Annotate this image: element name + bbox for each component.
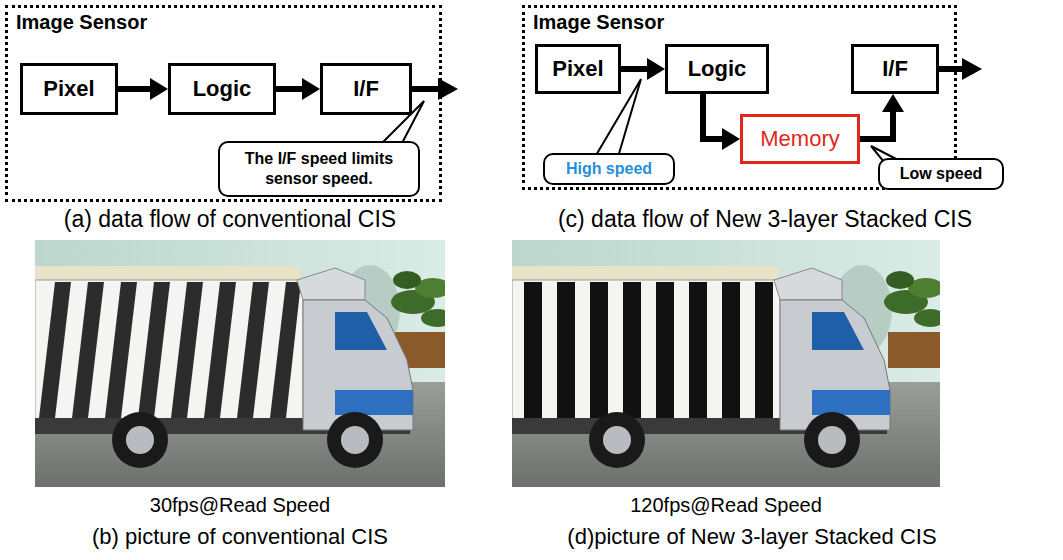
flow-arrow [621,58,665,80]
node-text: I/F [353,76,379,102]
caption-label: 120fps@Read Speed [630,494,822,517]
flow-arrow [860,94,904,139]
node-text: Memory [760,126,839,152]
flow-arrow [276,78,320,100]
caption-label: (c) data flow of New 3-layer Stacked CIS [558,206,972,233]
flow-arrow [118,78,168,100]
pixel-box: Pixel [20,63,118,115]
node-text: The I/F speed limits sensor speed. [228,149,410,189]
callout-box: Low speed [878,158,1004,190]
node-text: Logic [688,56,747,82]
node-text: I/F [882,56,908,82]
arrow-line [118,86,154,92]
caption-label: 30fps@Read Speed [150,494,330,517]
node-text: Pixel [43,76,94,102]
node-text: Image Sensor [525,8,954,37]
node-text: Image Sensor [8,8,439,37]
arrow-line [276,86,306,92]
node-text: Pixel [552,56,603,82]
output-arrow [939,58,982,80]
arrow-line [860,108,893,139]
interface-box: I/F [320,63,412,115]
caption-label: (d)picture of New 3-layer Stacked CIS [567,524,936,550]
photo-stacked [512,240,940,487]
flow-arrow [703,94,740,150]
arrow-head [302,78,320,100]
memory-box: Memory [740,114,860,164]
callout-box: The I/F speed limits sensor speed. [218,141,420,197]
interface-box: I/F [851,44,939,94]
photo-conventional [35,240,445,487]
logic-box: Logic [665,44,769,94]
sensor-frame: Image SensorPixel Logic I/F The I/F speed l… [5,5,442,202]
output-arrow [412,78,458,100]
arrow-head [722,128,740,150]
callout-box: High speed [543,153,675,185]
arrow-head [882,94,904,112]
node-text: Logic [193,76,252,102]
arrow-head [150,78,168,100]
arrow-line [621,66,651,72]
node-text: Low speed [900,164,983,184]
caption-label: (a) data flow of conventional CIS [64,206,396,233]
pixel-box: Pixel [535,44,621,94]
arrow-head [647,58,665,80]
caption-label: (b) picture of conventional CIS [92,524,388,550]
node-text: High speed [566,159,652,179]
logic-box: Logic [168,63,276,115]
